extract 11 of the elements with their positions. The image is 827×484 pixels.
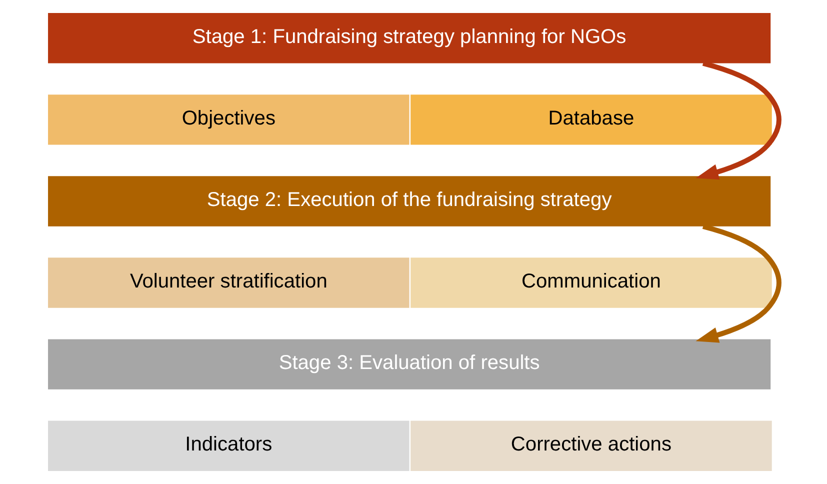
node-box: Communication [410,258,772,308]
arrow [696,224,782,343]
node-box: Volunteer stratification [48,258,410,308]
node-box: Indicators [48,420,410,471]
node-box: Corrective actions [410,420,772,471]
node-box: Stage 3: Evaluation of results [48,339,771,390]
node-box: Stage 1: Fundraising strategy planning for NGOs [48,13,771,64]
node-box: Stage 2: Execution of the fundraising strategy [48,176,771,226]
node-box: Objectives [48,94,410,145]
arrow [696,60,782,180]
node-box: Database [410,94,772,145]
